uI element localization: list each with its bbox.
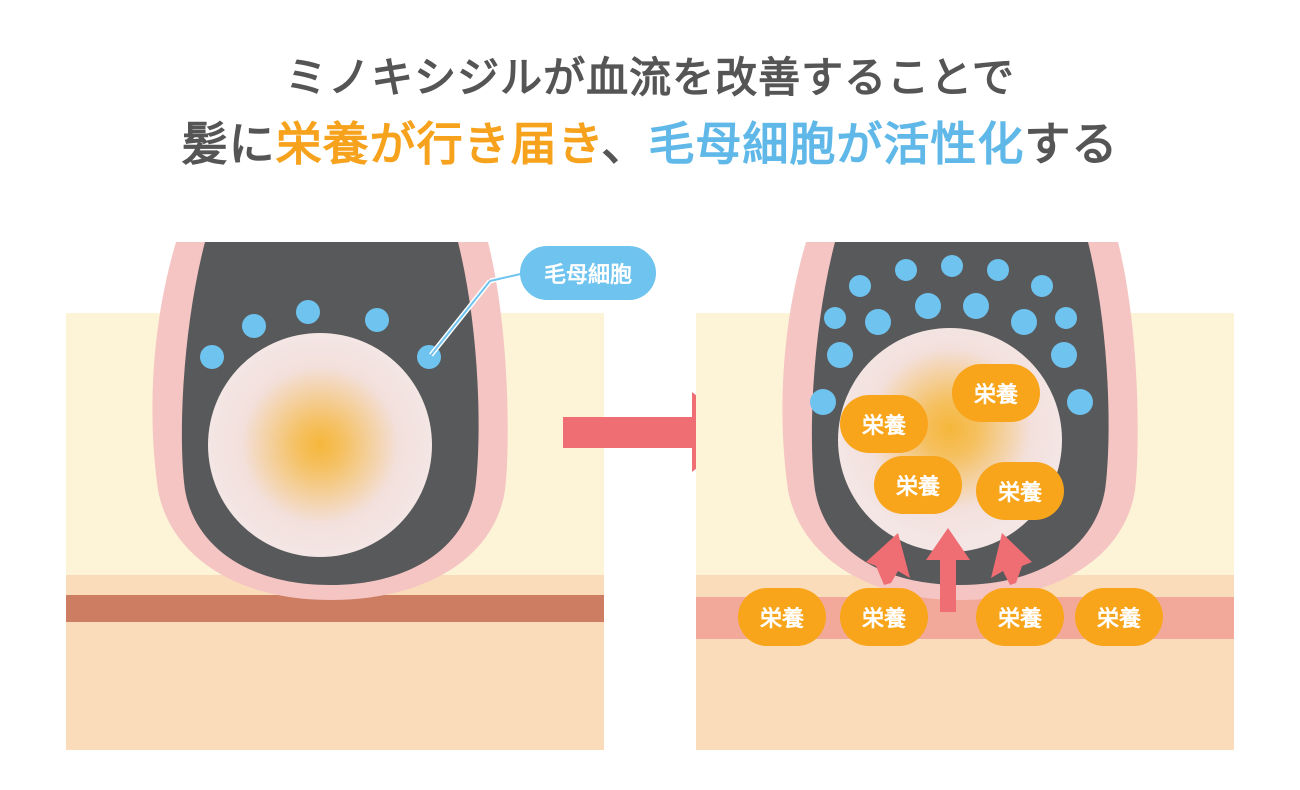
hair-matrix-cell bbox=[1011, 309, 1037, 335]
nutrient-label: 栄養 bbox=[1096, 606, 1141, 632]
nutrient-label: 栄養 bbox=[759, 606, 804, 632]
hair-matrix-cell bbox=[915, 293, 941, 319]
hair-matrix-cell bbox=[824, 307, 846, 329]
nutrient-flow-arrow bbox=[991, 533, 1032, 585]
nutrient-badge: 栄養 bbox=[1075, 588, 1163, 646]
callout-badge bbox=[520, 246, 656, 300]
hair-matrix-cell bbox=[1051, 342, 1077, 368]
title-text-2c: する bbox=[1024, 117, 1119, 171]
title-highlight-nutrition: 栄養が行き届き bbox=[275, 117, 602, 171]
panel-after: 栄養 栄養 栄養 栄養 栄養 栄養 栄養 栄養 bbox=[696, 242, 1234, 750]
hair-matrix-cell bbox=[941, 255, 963, 277]
callout-label: 毛母細胞 bbox=[544, 262, 632, 288]
hair-matrix-cell bbox=[1055, 307, 1077, 329]
nutrient-flow-arrow bbox=[926, 528, 970, 612]
title-text-2a: 髪に bbox=[181, 117, 276, 171]
nutrient-label: 栄養 bbox=[997, 606, 1042, 632]
hair-matrix-cell bbox=[895, 259, 917, 281]
nutrient-flow-arrow bbox=[866, 533, 910, 585]
hair-matrix-cell bbox=[1067, 389, 1093, 415]
hair-matrix-cell bbox=[987, 259, 1009, 281]
nutrient-badge: 栄養 bbox=[840, 395, 928, 453]
title-text-1: ミノキシジルが血流を改善することで bbox=[285, 53, 1015, 102]
panel-before: 毛母細胞 bbox=[66, 242, 656, 750]
dermal-papilla-left bbox=[208, 333, 432, 557]
nutrient-badge: 栄養 bbox=[874, 456, 962, 514]
hair-matrix-cell bbox=[365, 308, 389, 332]
callout-leader-line bbox=[430, 280, 491, 356]
nutrient-badge: 栄養 bbox=[738, 588, 826, 646]
nutrient-badge: 栄養 bbox=[952, 364, 1040, 422]
title-line-1: ミノキシジルが血流を改善することで bbox=[0, 50, 1300, 106]
nutrient-label: 栄養 bbox=[895, 474, 940, 500]
hair-matrix-cell bbox=[827, 342, 853, 368]
title-text-2b: 、 bbox=[601, 117, 649, 171]
nutrient-label: 栄養 bbox=[861, 606, 906, 632]
hair-matrix-cell bbox=[849, 275, 871, 297]
nutrient-label: 栄養 bbox=[861, 413, 906, 439]
title-line-2: 髪に栄養が行き届き、毛母細胞が活性化する bbox=[0, 114, 1300, 174]
hair-matrix-cell bbox=[810, 389, 836, 415]
hair-matrix-cell bbox=[242, 314, 266, 338]
hair-matrix-cell bbox=[1031, 275, 1053, 297]
nutrient-badge: 栄養 bbox=[976, 588, 1064, 646]
hair-matrix-cell bbox=[296, 300, 320, 324]
nutrient-badge: 栄養 bbox=[840, 588, 928, 646]
hair-matrix-cell bbox=[200, 345, 224, 369]
hair-matrix-cell bbox=[963, 293, 989, 319]
nutrient-label: 栄養 bbox=[997, 480, 1042, 506]
hair-matrix-cell bbox=[865, 309, 891, 335]
nutrient-label: 栄養 bbox=[973, 382, 1018, 408]
nutrient-badge: 栄養 bbox=[976, 462, 1064, 520]
callout-leader-line bbox=[489, 272, 526, 282]
title-highlight-cells: 毛母細胞が活性化 bbox=[648, 117, 1025, 171]
